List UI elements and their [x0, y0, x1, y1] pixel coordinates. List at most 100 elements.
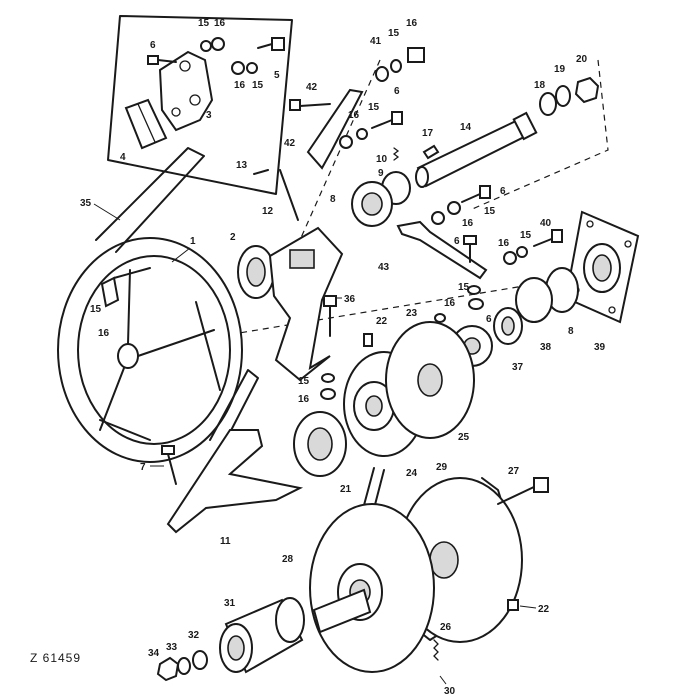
- callout-41: 41: [370, 36, 382, 47]
- hub-31: [219, 597, 305, 674]
- callout-7: 7: [140, 462, 146, 473]
- callout-16g: 16: [444, 298, 456, 309]
- bracket-hole: [179, 60, 191, 72]
- callout-6b: 6: [394, 86, 400, 97]
- nut-16: [320, 388, 336, 400]
- callout-33: 33: [166, 642, 178, 653]
- callout-15a: 15: [198, 18, 210, 29]
- collar-38: [515, 277, 553, 323]
- nut: [339, 135, 353, 149]
- inset-frame: [107, 15, 293, 195]
- bolt-7: [167, 453, 177, 485]
- callout-39: 39: [594, 342, 606, 353]
- callout-12: 12: [262, 206, 274, 217]
- grease-nipple-22: [363, 333, 373, 347]
- callout-5: 5: [274, 70, 280, 81]
- angle-edge: [137, 103, 156, 143]
- callout-26: 26: [440, 622, 452, 633]
- callout-8b: 8: [568, 326, 574, 337]
- callout-16i: 16: [298, 394, 310, 405]
- callout-16e: 16: [462, 218, 474, 229]
- callout-6a: 6: [150, 40, 156, 51]
- callout-24: 24: [406, 468, 418, 479]
- nut-20: [574, 76, 600, 104]
- nut: [447, 201, 461, 215]
- washer: [200, 40, 212, 52]
- callout-4: 4: [120, 152, 126, 163]
- callout-35: 35: [80, 198, 92, 209]
- pulley-half-25: [385, 321, 475, 439]
- drawing-reference: Z 61459: [30, 651, 81, 665]
- callout-22b: 22: [538, 604, 550, 615]
- bracket-hole: [189, 94, 201, 106]
- callout-23: 23: [406, 308, 418, 319]
- callout-20: 20: [576, 54, 588, 65]
- callout-10: 10: [376, 154, 388, 165]
- bolt-6: [391, 111, 403, 125]
- shaft-lower: [312, 588, 372, 634]
- callout-15c: 15: [388, 28, 400, 39]
- callout-9: 9: [378, 168, 384, 179]
- callout-37: 37: [512, 362, 524, 373]
- callout-42b: 42: [284, 138, 296, 149]
- bolt-6: [479, 185, 491, 199]
- callout-27: 27: [508, 466, 520, 477]
- washer-19: [555, 85, 571, 107]
- callout-16c: 16: [406, 18, 418, 29]
- bolt-27: [497, 485, 537, 505]
- callout-14: 14: [460, 122, 472, 133]
- callout-11: 11: [220, 536, 231, 547]
- bolt-42: [299, 103, 331, 107]
- washer-33: [177, 657, 191, 675]
- callout-15i: 15: [298, 376, 310, 387]
- washer-15: [321, 373, 335, 383]
- callout-15g: 15: [458, 282, 470, 293]
- spring-10: [392, 147, 400, 161]
- callout-30: 30: [444, 686, 456, 697]
- callout-15e: 15: [484, 206, 496, 217]
- callout-34: 34: [148, 648, 160, 659]
- bracket-43: [396, 220, 488, 280]
- nut: [211, 37, 225, 51]
- inset-bracket-assembly: [107, 15, 293, 195]
- arm-11: [166, 429, 304, 534]
- assembly-line: [469, 59, 609, 211]
- washer-15: [467, 285, 481, 295]
- callout-15b: 15: [252, 80, 264, 91]
- callout-13: 13: [236, 160, 248, 171]
- callout-16f: 16: [498, 238, 510, 249]
- callout-2: 2: [230, 232, 236, 243]
- callout-18: 18: [534, 80, 546, 91]
- washer: [356, 128, 368, 140]
- washer: [431, 211, 445, 225]
- callout-6d: 6: [454, 236, 460, 247]
- callout-15h: 15: [90, 304, 102, 315]
- callout-40: 40: [540, 218, 552, 229]
- pin-13: [253, 169, 269, 175]
- callout-6c: 6: [500, 186, 506, 197]
- callout-28: 28: [282, 554, 294, 565]
- callout-15f: 15: [520, 230, 532, 241]
- callout-36: 36: [344, 294, 356, 305]
- belt-35-upper: [95, 147, 205, 253]
- callout-21: 21: [340, 484, 352, 495]
- pulley-1: [57, 237, 243, 463]
- callout-29: 29: [436, 462, 448, 473]
- callout-labels: 1 2 3 4 5 6 6 6 6 6 7 8 8 9 10 11 12 13 …: [80, 18, 606, 697]
- callout-22a: 22: [376, 316, 388, 327]
- callout-43: 43: [378, 262, 390, 273]
- callout-17: 17: [422, 128, 434, 139]
- bracket-plate: [158, 50, 214, 132]
- bearing-flange-39: [564, 210, 640, 324]
- washer-32: [192, 650, 208, 670]
- bolt-16: [407, 47, 425, 63]
- bolt-40: [551, 229, 563, 243]
- nut-34: [156, 656, 180, 682]
- washer: [246, 62, 258, 74]
- clamp: [100, 276, 120, 308]
- callout-32: 32: [188, 630, 200, 641]
- callout-16h: 16: [98, 328, 110, 339]
- washer-18: [539, 92, 557, 116]
- spring-23: [434, 313, 446, 323]
